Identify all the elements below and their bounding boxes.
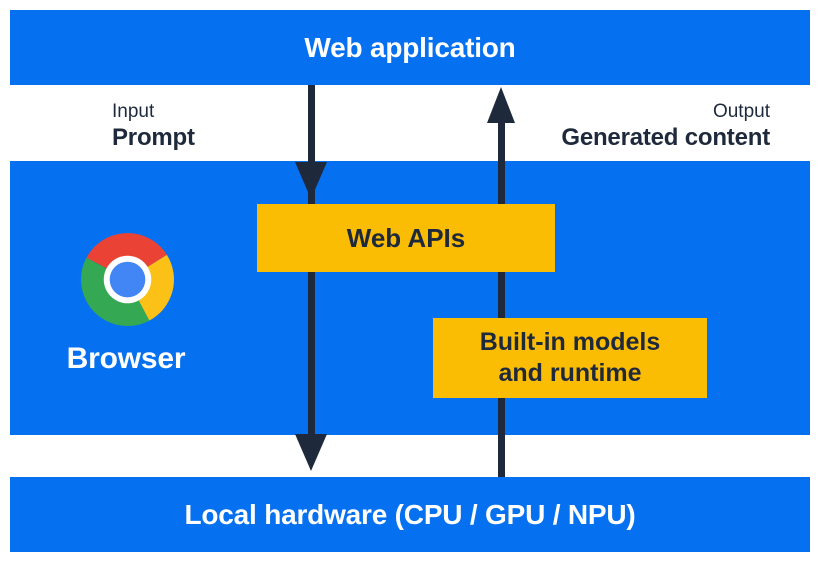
web-application-layer: Web application [10, 10, 810, 85]
local-hardware-label: Local hardware (CPU / GPU / NPU) [184, 498, 636, 530]
arrow-up-icon [487, 87, 515, 123]
chrome-logo-icon [81, 233, 174, 327]
output-annotation: Output Generated content [561, 100, 770, 152]
web-apis-box: Web APIs [257, 204, 555, 272]
local-hardware-layer: Local hardware (CPU / GPU / NPU) [10, 477, 810, 552]
web-apis-label: Web APIs [346, 222, 466, 253]
browser-label: Browser [66, 342, 186, 375]
builtin-models-label-line2: and runtime [498, 359, 642, 387]
arrow-down-icon [295, 162, 327, 199]
builtin-models-box: Built-in models and runtime [433, 318, 707, 398]
builtin-models-label-line1: Built-in models [479, 328, 661, 356]
output-value: Generated content [561, 124, 770, 151]
input-label: Input [112, 101, 155, 122]
output-label: Output [712, 101, 770, 122]
input-annotation: Input Prompt [112, 100, 195, 152]
output-flow-arrow-line [498, 122, 505, 477]
arrow-down-icon [295, 434, 327, 471]
input-value: Prompt [112, 124, 195, 151]
web-application-label: Web application [304, 31, 516, 63]
